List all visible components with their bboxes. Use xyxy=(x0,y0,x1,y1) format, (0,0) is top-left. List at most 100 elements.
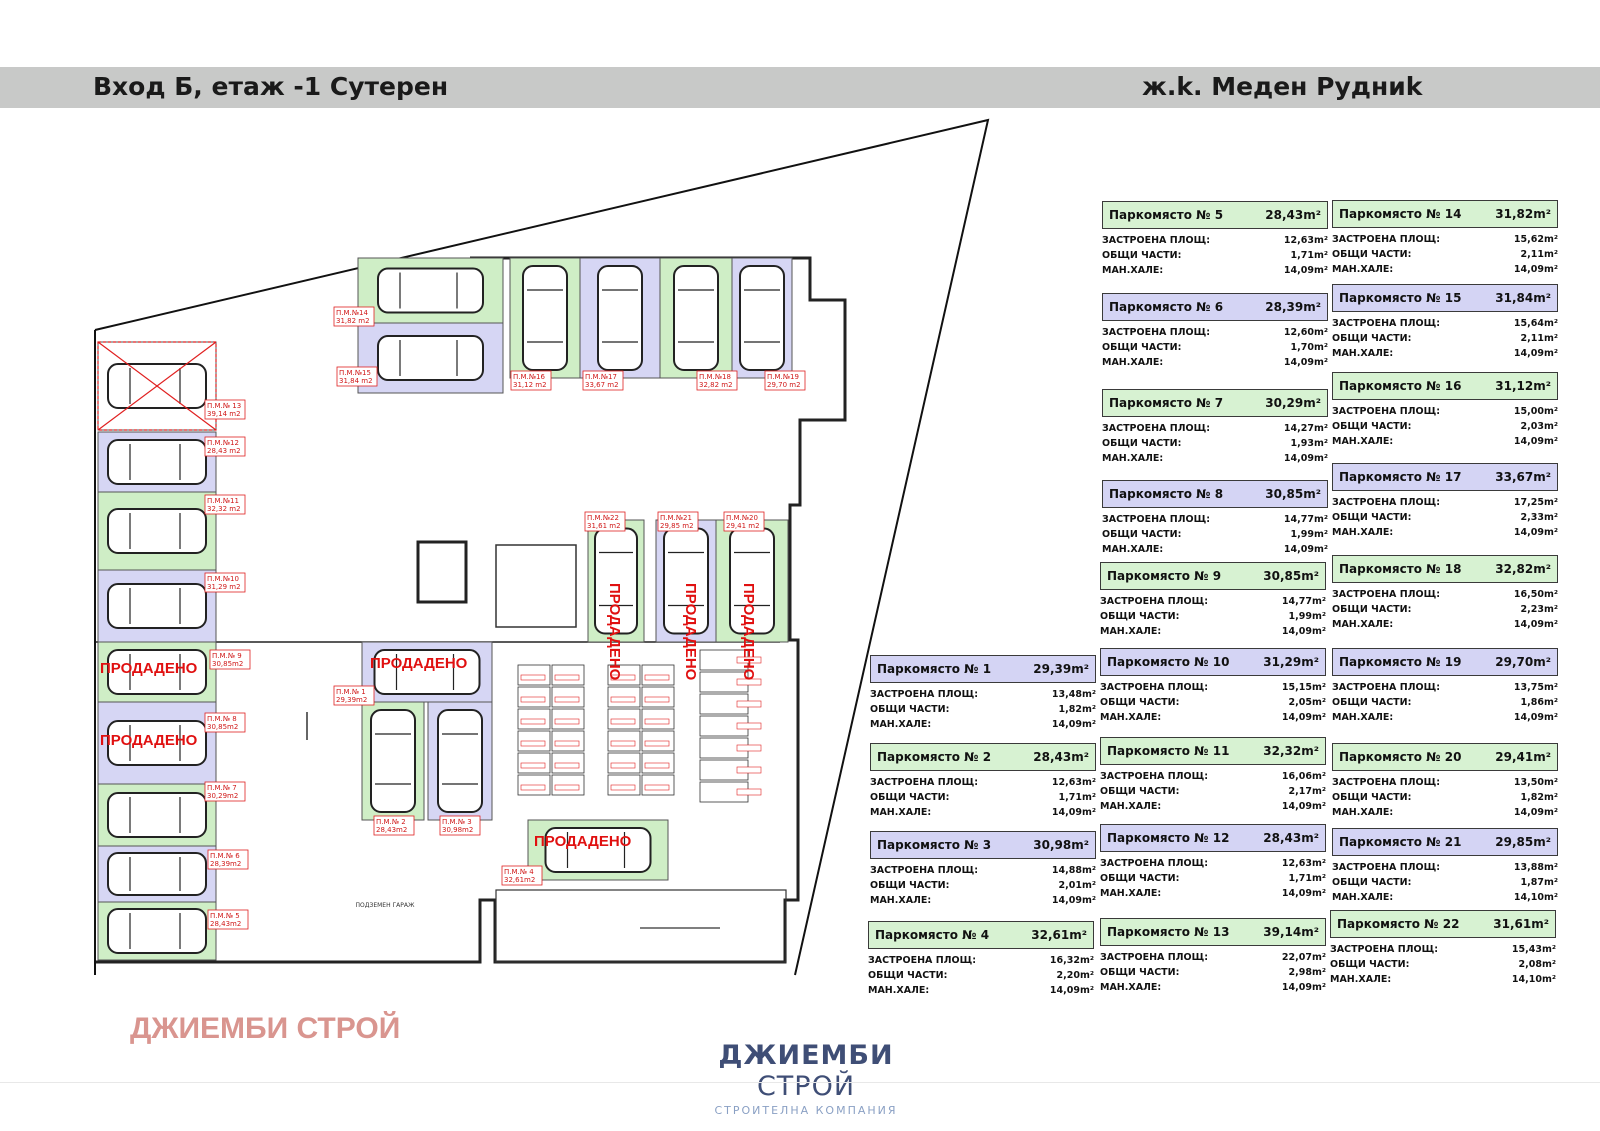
card-title: Паркомясто № 8 xyxy=(1109,487,1224,501)
card-title: Паркомясто № 17 xyxy=(1339,470,1462,484)
built-label: ЗАСТРОЕНА ПЛОЩ: xyxy=(1332,682,1441,693)
label-frame xyxy=(204,494,246,515)
built-label: ЗАСТРОЕНА ПЛОЩ: xyxy=(868,955,977,966)
common-label: ОБЩИ ЧАСТИ: xyxy=(1330,959,1410,970)
common-row: ОБЩИ ЧАСТИ:1,82m² xyxy=(1332,790,1558,805)
label-frame xyxy=(333,306,375,327)
built-value: 16,32m² xyxy=(1049,955,1094,966)
hall-label: МАН.ХАЛЕ: xyxy=(1332,436,1394,447)
built-row: ЗАСТРОЕНА ПЛОЩ:12,63m² xyxy=(870,775,1096,790)
built-label: ЗАСТРОЕНА ПЛОЩ: xyxy=(1332,589,1441,600)
logo-bold: ДЖИЕМБИ xyxy=(718,1040,894,1071)
hall-value: 14,09m² xyxy=(1513,807,1558,818)
built-row: ЗАСТРОЕНА ПЛОЩ:13,48m² xyxy=(870,687,1096,702)
label-frame xyxy=(657,511,699,532)
sold-mark: ПРОДАДЕНО xyxy=(100,732,198,749)
built-row: ЗАСТРОЕНА ПЛОЩ:16,06m² xyxy=(1100,769,1326,784)
label-frame xyxy=(501,865,543,886)
common-label: ОБЩИ ЧАСТИ: xyxy=(1100,611,1180,622)
car-icon xyxy=(107,908,207,954)
sold-mark: ПРОДАДЕНО xyxy=(606,583,623,681)
sold-marks: ПРОДАДЕНОПРОДАДЕНОПРОДАДЕНОПРОДАДЕНОПРОД… xyxy=(100,583,757,850)
storage-tag xyxy=(610,740,636,747)
built-row: ЗАСТРОЕНА ПЛОЩ:15,64m² xyxy=(1332,316,1558,331)
label-area: 30,98m2 xyxy=(442,826,473,834)
logo-text: ДЖИЕМБИ СТРОЙ xyxy=(676,1040,936,1102)
sold-mark: ПРОДАДЕНО xyxy=(682,583,699,681)
hall-row: МАН.ХАЛЕ:14,09m² xyxy=(1332,434,1558,449)
hall-value: 14,09m² xyxy=(1281,888,1326,899)
card-total: 33,67m² xyxy=(1495,470,1551,484)
common-value: 2,33m² xyxy=(1520,512,1559,523)
label-frame xyxy=(510,370,552,391)
built-value: 15,64m² xyxy=(1513,318,1558,329)
built-value: 12,63m² xyxy=(1283,235,1328,246)
storage-tag xyxy=(554,696,580,703)
built-label: ЗАСТРОЕНА ПЛОЩ: xyxy=(1102,514,1211,525)
label-frame xyxy=(336,366,378,387)
common-label: ОБЩИ ЧАСТИ: xyxy=(1102,529,1182,540)
label-frame xyxy=(207,849,249,870)
built-row: ЗАСТРОЕНА ПЛОЩ:12,60m² xyxy=(1102,325,1328,340)
car-icon xyxy=(597,265,643,371)
hall-label: МАН.ХАЛЕ: xyxy=(1332,527,1394,538)
common-row: ОБЩИ ЧАСТИ:2,08m² xyxy=(1330,957,1556,972)
label-frame xyxy=(584,511,626,532)
hall-label: МАН.ХАЛЕ: xyxy=(1100,888,1162,899)
label-area: 32,82 m2 xyxy=(699,381,733,389)
built-label: ЗАСТРОЕНА ПЛОЩ: xyxy=(870,865,979,876)
storage-tag xyxy=(736,744,762,752)
label-area: 29,70 m2 xyxy=(767,381,801,389)
built-value: 12,60m² xyxy=(1283,327,1328,338)
common-label: ОБЩИ ЧАСТИ: xyxy=(1332,512,1412,523)
hall-row: МАН.ХАЛЕ:14,09m² xyxy=(1332,525,1558,540)
hall-row: МАН.ХАЛЕ:14,09m² xyxy=(1332,805,1558,820)
label-number: П.М.№12 xyxy=(207,439,239,447)
built-row: ЗАСТРОЕНА ПЛОЩ:17,25m² xyxy=(1332,495,1558,510)
common-value: 2,05m² xyxy=(1288,697,1327,708)
common-row: ОБЩИ ЧАСТИ:1,70m² xyxy=(1102,340,1328,355)
built-row: ЗАСТРОЕНА ПЛОЩ:12,63m² xyxy=(1100,856,1326,871)
label-number: П.М.№ 8 xyxy=(207,715,237,723)
common-value: 2,23m² xyxy=(1520,604,1559,615)
built-label: ЗАСТРОЕНА ПЛОЩ: xyxy=(1100,682,1209,693)
hall-value: 14,09m² xyxy=(1283,544,1328,555)
parking-spot-14 xyxy=(357,257,504,324)
storage-tag xyxy=(736,700,762,708)
crossed-spot-frame xyxy=(97,341,217,431)
card-total: 30,98m² xyxy=(1033,838,1089,852)
label-frame xyxy=(373,815,415,836)
parking-spot-10 xyxy=(97,569,217,643)
common-value: 1,71m² xyxy=(1290,250,1329,261)
parking-spot-1 xyxy=(361,641,493,703)
built-value: 14,88m² xyxy=(1051,865,1096,876)
storage-tag xyxy=(610,674,636,681)
built-row: ЗАСТРОЕНА ПЛОЩ:15,15m² xyxy=(1100,680,1326,695)
spot-label-pm4: П.М.№ 432,61m2 xyxy=(501,865,543,886)
common-label: ОБЩИ ЧАСТИ: xyxy=(1102,250,1182,261)
parking-spot-12 xyxy=(97,431,217,493)
card-title: Паркомясто № 12 xyxy=(1107,831,1230,845)
spot-label-pm3: П.М.№ 330,98m2 xyxy=(439,815,481,836)
parking-spot-7 xyxy=(97,783,217,847)
spot-label-pm8: П.М.№ 830,85m2 xyxy=(204,712,246,733)
label-area: 31,84 m2 xyxy=(339,377,373,385)
card-title: Паркомясто № 1 xyxy=(877,662,992,676)
label-area: 31,12 m2 xyxy=(513,381,547,389)
hall-label: МАН.ХАЛЕ: xyxy=(1332,712,1394,723)
